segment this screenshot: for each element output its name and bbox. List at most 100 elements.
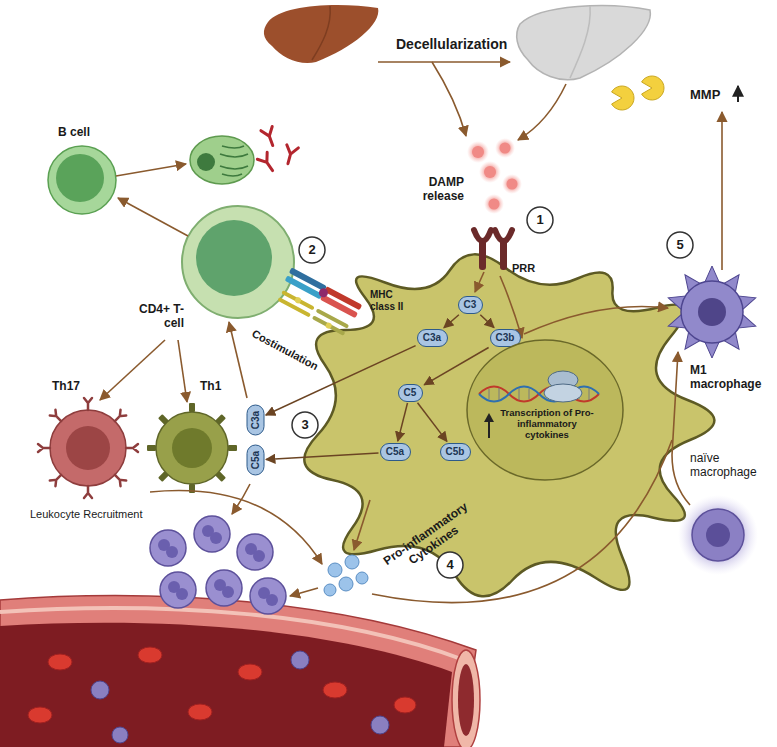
callout-circle — [437, 552, 463, 578]
blood-vessel — [0, 596, 480, 747]
molecule-label: MHC class II — [370, 289, 414, 312]
enzyme-label: MMP — [690, 88, 720, 103]
naive-macrophage — [692, 509, 744, 561]
mmp-enzyme — [642, 76, 664, 100]
flow-arrow — [100, 62, 722, 603]
native-liver — [264, 5, 378, 63]
prr-receptor — [500, 240, 507, 270]
cell-nucleus: Transcription of Pro-inflammatory cytoki… — [465, 338, 625, 482]
antibody — [257, 152, 277, 174]
th1-cell — [147, 445, 156, 451]
increase-arrow — [737, 86, 739, 102]
protein-name: C5b — [446, 447, 465, 457]
t-cell — [196, 220, 272, 296]
leukocytes — [158, 525, 278, 606]
protein-name: C3a — [423, 333, 441, 343]
dendritic-cell — [304, 254, 714, 596]
th17-cell — [66, 426, 110, 470]
blood-vessel — [452, 650, 480, 747]
complement-protein: C5 — [398, 384, 423, 402]
leukocytes — [210, 532, 222, 544]
mhc-costimulation — [277, 297, 311, 317]
blood-vessel — [91, 681, 109, 699]
plasma-cell — [197, 153, 215, 171]
blood-vessel — [188, 704, 212, 720]
connector-arrow — [398, 403, 408, 441]
cytokines — [324, 555, 368, 596]
prr-receptor — [495, 230, 512, 241]
th17-cell — [38, 398, 138, 498]
nucleus-outline — [544, 384, 582, 402]
mhc-costimulation — [317, 287, 329, 299]
cytokines — [328, 563, 342, 577]
flow-arrow — [290, 588, 318, 596]
th1-cell — [156, 412, 228, 484]
protein-name: C3b — [496, 333, 515, 343]
blood-vessel — [458, 664, 474, 736]
connector-arrow — [418, 403, 447, 442]
complement-protein: C5a — [380, 443, 411, 461]
complement-protein: C5b — [440, 443, 471, 461]
damp-particles — [507, 179, 518, 190]
flow-arrow — [116, 164, 186, 176]
leukocytes — [150, 530, 186, 566]
damp-particles — [502, 174, 522, 194]
flow-arrow — [232, 484, 250, 514]
th17-cell — [50, 410, 126, 486]
decellularized-liver — [517, 6, 651, 80]
increase-arrow — [737, 86, 739, 102]
b-cell — [56, 154, 104, 202]
plasma-cell — [190, 136, 254, 184]
cell-label: Th1 — [200, 380, 221, 394]
leukocytes — [166, 546, 178, 558]
th1-cell — [147, 403, 237, 493]
th1-cell — [158, 414, 169, 425]
flow-arrow — [672, 352, 690, 505]
callout-number: 3 — [301, 418, 308, 433]
th17-cell — [84, 398, 92, 410]
blood-vessel — [28, 707, 52, 723]
signal-label: DAMP release — [410, 176, 464, 204]
mhc-costimulation — [312, 315, 346, 335]
leukocytes — [222, 586, 234, 598]
th17-cell — [84, 486, 92, 498]
th17-cell — [112, 472, 126, 486]
receptor-label: PRR — [512, 262, 535, 275]
flow-arrow — [150, 491, 322, 565]
mmp-enzyme — [612, 76, 664, 110]
naive-macrophage — [706, 523, 730, 547]
damp-particles — [484, 194, 504, 214]
th1-cell — [215, 414, 226, 425]
t-cell — [182, 206, 294, 318]
callout-circle — [299, 237, 325, 263]
callout-circle — [292, 207, 693, 578]
connector-arrow — [444, 315, 459, 328]
callout-number: 5 — [676, 238, 683, 253]
damp-particles — [489, 199, 500, 210]
molecule-label: Costimulation — [250, 327, 321, 373]
blood-vessel — [291, 651, 309, 669]
flow-arrow — [229, 322, 247, 398]
blood-vessel — [112, 727, 128, 743]
blood-vessel — [394, 697, 416, 713]
protein-name: C5a — [250, 451, 260, 469]
damp-particles — [479, 161, 501, 183]
cell-label: naïve macrophage — [690, 452, 770, 480]
damp-particles — [467, 138, 522, 214]
process-label: Decellularization — [396, 36, 507, 52]
leukocytes — [253, 550, 265, 562]
th1-cell — [228, 445, 237, 451]
callout-number: 1 — [536, 213, 543, 228]
t-cell — [182, 206, 294, 318]
native-liver — [312, 6, 330, 60]
m1-macrophage — [698, 298, 726, 326]
damp-particles — [500, 143, 511, 154]
anaphylatoxin: C3a — [246, 405, 264, 436]
leukocytes — [160, 572, 196, 608]
m1-macrophage — [681, 281, 743, 343]
decellularized-liver — [570, 6, 590, 78]
th17-cell — [38, 398, 138, 498]
leukocytes — [150, 516, 286, 614]
